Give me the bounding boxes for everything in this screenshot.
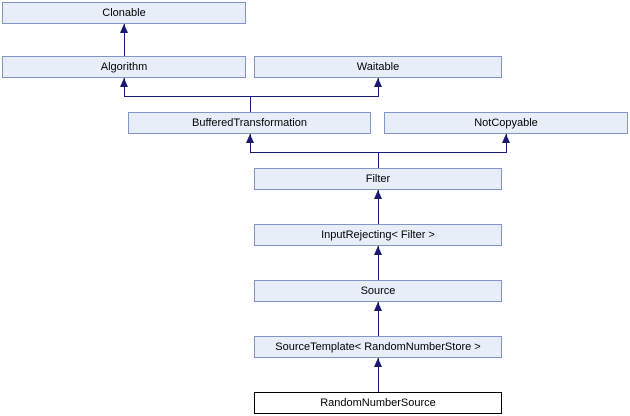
arrowhead-to-notcopyable bbox=[502, 134, 510, 143]
class-node-sourcetemplate[interactable]: SourceTemplate< RandomNumberStore > bbox=[254, 336, 502, 358]
arrowhead-to-waitable bbox=[374, 78, 382, 87]
arrowhead-to-bufferedtransformation bbox=[246, 134, 254, 143]
edge-stub-bufferedtransformation bbox=[250, 96, 251, 112]
arrowhead-to-source bbox=[374, 302, 382, 311]
edge-algorithm-clonable bbox=[124, 24, 125, 56]
edge-filter-notcopyable bbox=[506, 134, 507, 153]
arrowhead-to-sourcetemplate bbox=[374, 358, 382, 367]
edge-randomnumbersource-sourcetemplate bbox=[378, 358, 379, 392]
arrowhead-to-filter bbox=[374, 190, 382, 199]
edge-sourcetemplate-source bbox=[378, 302, 379, 336]
class-node-source[interactable]: Source bbox=[254, 280, 502, 302]
class-node-notcopyable[interactable]: NotCopyable bbox=[384, 112, 628, 134]
class-node-filter[interactable]: Filter bbox=[254, 168, 502, 190]
edge-bufferedtransformation-algorithm bbox=[124, 78, 125, 97]
edge-bufferedtransformation-waitable bbox=[378, 78, 379, 97]
edge-filter-bufferedtransformation bbox=[250, 134, 251, 153]
edge-inputrejecting-filter bbox=[378, 190, 379, 224]
edge-source-inputrejecting bbox=[378, 246, 379, 280]
class-node-waitable[interactable]: Waitable bbox=[254, 56, 502, 78]
class-node-randomnumbersource-root: RandomNumberSource bbox=[254, 392, 502, 414]
class-node-bufferedtransformation[interactable]: BufferedTransformation bbox=[128, 112, 371, 134]
arrowhead-to-clonable bbox=[120, 24, 128, 33]
arrowhead-to-algorithm bbox=[120, 78, 128, 87]
edge-bus-bufferedtransformation bbox=[124, 96, 379, 97]
arrowhead-to-inputrejecting bbox=[374, 246, 382, 255]
class-node-algorithm[interactable]: Algorithm bbox=[2, 56, 246, 78]
class-node-inputrejecting[interactable]: InputRejecting< Filter > bbox=[254, 224, 502, 246]
class-node-clonable[interactable]: Clonable bbox=[2, 2, 246, 24]
edge-stub-filter bbox=[378, 152, 379, 168]
